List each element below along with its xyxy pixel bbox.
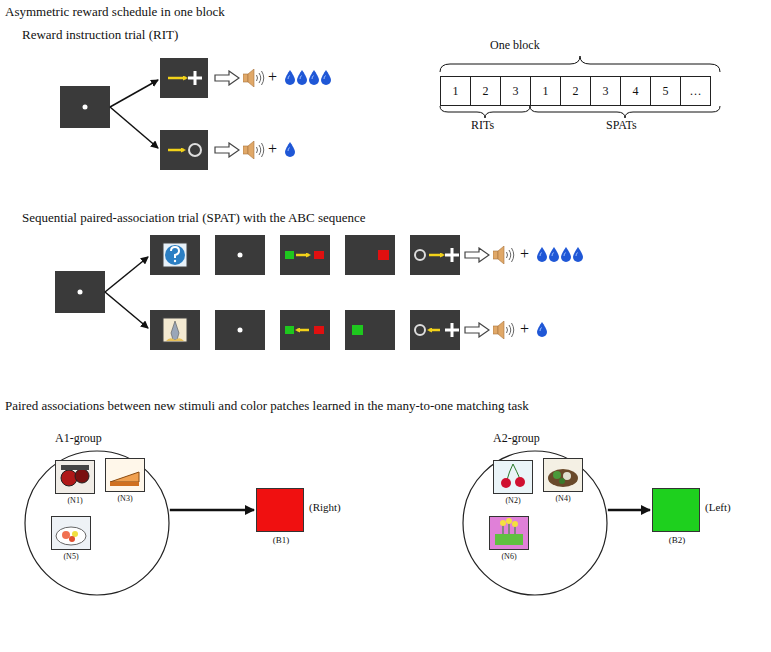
stimulus-image xyxy=(489,516,529,550)
cell-number: 4 xyxy=(633,84,639,98)
cell-number: 2 xyxy=(483,84,489,98)
patch-id: (B1) xyxy=(257,535,305,545)
block-cell: … xyxy=(680,76,711,106)
stimulus-id: (N4) xyxy=(542,494,584,503)
stimulus-picture: (N4) xyxy=(542,458,584,508)
stimulus-image xyxy=(493,460,533,494)
rit-trial xyxy=(60,58,331,170)
stimulus-picture: (N1) xyxy=(54,460,96,510)
brace-label: SPATs xyxy=(606,118,637,133)
cell-number: 5 xyxy=(663,84,669,98)
section-heading: Paired associations between new stimuli … xyxy=(5,398,529,414)
stimulus-id: (N5) xyxy=(50,552,92,561)
stimulus-image xyxy=(543,458,583,492)
patch-id: (B2) xyxy=(653,535,701,545)
figure-title: Asymmetric reward schedule in one block xyxy=(5,4,225,20)
section-heading: Reward instruction trial (RIT) xyxy=(22,27,178,43)
block-cell: 2 xyxy=(470,76,501,106)
group-circle-outline xyxy=(462,450,608,596)
cell-number: 1 xyxy=(543,84,549,98)
stimulus-id: (N1) xyxy=(54,496,96,505)
stimulus-picture: (N6) xyxy=(488,516,530,566)
group-heading: A1-group xyxy=(55,431,102,446)
plus-sign: + xyxy=(268,68,277,86)
stimulus-picture: (N2) xyxy=(492,460,534,510)
stimulus-picture: (N5) xyxy=(50,516,92,566)
stimulus-id: (N2) xyxy=(492,496,534,505)
plus-sign: + xyxy=(268,140,277,158)
stimulus-image xyxy=(105,458,145,492)
side-label: (Right) xyxy=(309,501,341,513)
block-cell: 1 xyxy=(440,76,471,106)
cell-number: … xyxy=(690,84,702,98)
stimulus-image xyxy=(55,460,95,494)
stimulus-id: (N3) xyxy=(104,494,146,503)
stimulus-picture: (N3) xyxy=(104,458,146,508)
cell-number: 3 xyxy=(603,84,609,98)
block-cell: 3 xyxy=(500,76,531,106)
group-circle-outline xyxy=(24,450,170,596)
cell-number: 1 xyxy=(453,84,459,98)
stimulus-image xyxy=(51,516,91,550)
stimulus-id: (N6) xyxy=(488,552,530,561)
side-label: (Left) xyxy=(705,501,731,513)
plus-sign: + xyxy=(520,320,529,338)
association-arrow xyxy=(608,509,650,512)
stimulus-group-circle: A1-group(N1)(N3)(N5) xyxy=(24,450,170,596)
group-heading: A2-group xyxy=(493,431,540,446)
block-cell: 2 xyxy=(560,76,591,106)
cell-number: 3 xyxy=(513,84,519,98)
block-braces xyxy=(440,56,720,118)
block-cell: 4 xyxy=(620,76,651,106)
brace-label: RITs xyxy=(471,118,494,133)
color-patch: (Right)(B1) xyxy=(256,488,304,532)
block-cell: 5 xyxy=(650,76,681,106)
brace-label: One block xyxy=(490,38,540,53)
block-cell: 3 xyxy=(590,76,621,106)
color-patch: (Left)(B2) xyxy=(652,488,700,532)
block-cell: 1 xyxy=(530,76,561,106)
association-arrow xyxy=(170,509,254,512)
plus-sign: + xyxy=(520,245,529,263)
section-heading: Sequential paired-association trial (SPA… xyxy=(22,210,366,226)
cell-number: 2 xyxy=(573,84,579,98)
stimulus-group-circle: A2-group(N2)(N4)(N6) xyxy=(462,450,608,596)
spat-trial xyxy=(55,235,583,350)
